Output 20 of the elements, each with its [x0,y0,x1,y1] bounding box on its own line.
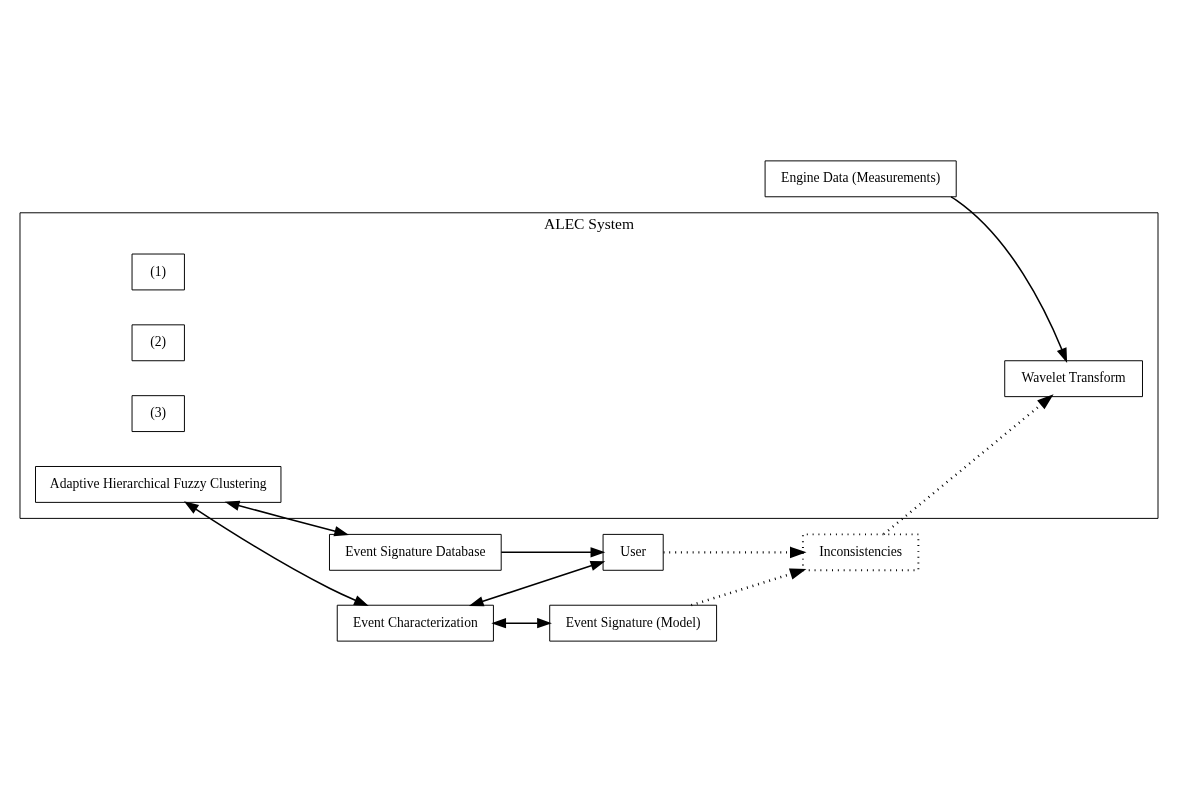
node-box: User [602,533,664,571]
node-box: (1) [131,253,185,291]
arrow [690,568,807,607]
node-box: (2) [131,324,185,362]
node-box: Adaptive Hierarchical Fuzzy Clustering [35,466,282,503]
arrow [183,501,369,606]
arrow [663,546,807,559]
node-box: Event Signature (Model) [549,604,718,642]
node-box: Engine Data (Measurements) [764,160,957,198]
arrow [224,500,350,537]
arrow [950,196,1068,363]
node-box: Event Characterization [336,604,494,642]
arrow [500,547,606,558]
node-box: Inconsistencies [801,533,920,572]
arrow [883,394,1054,536]
node-box: Wavelet Transform [1004,360,1143,398]
arrow [468,560,606,607]
node-box: (3) [131,395,185,433]
node-box: Event Signature Database [329,533,502,571]
arrow [491,618,552,629]
